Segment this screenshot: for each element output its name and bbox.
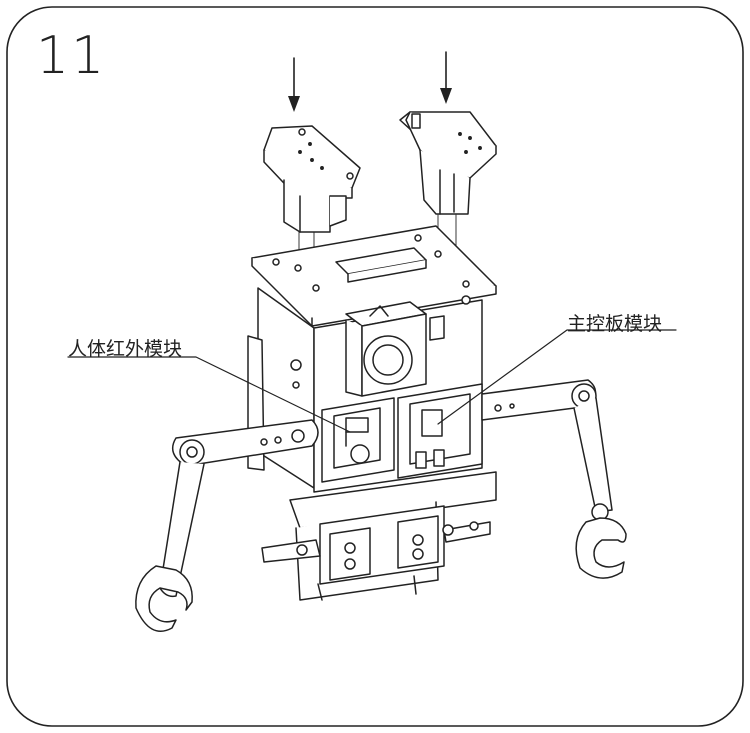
top-plate (251, 225, 497, 327)
left-arm (135, 419, 319, 632)
lower-body (261, 471, 497, 601)
diagram-border (6, 6, 744, 727)
main-board-module (397, 383, 483, 479)
step-number: 11 (36, 26, 107, 86)
camera-module (345, 301, 427, 397)
callout-main-board-label: 主控板模块 (567, 313, 663, 335)
right-arm (481, 379, 627, 579)
pir-sensor-module (321, 397, 395, 483)
left-top-bracket (263, 125, 361, 233)
callout-leader-left (67, 356, 351, 433)
callout-leader-right (437, 329, 677, 425)
right-top-bracket (399, 111, 497, 215)
callout-pir-module-label: 人体红外模块 (68, 338, 183, 360)
